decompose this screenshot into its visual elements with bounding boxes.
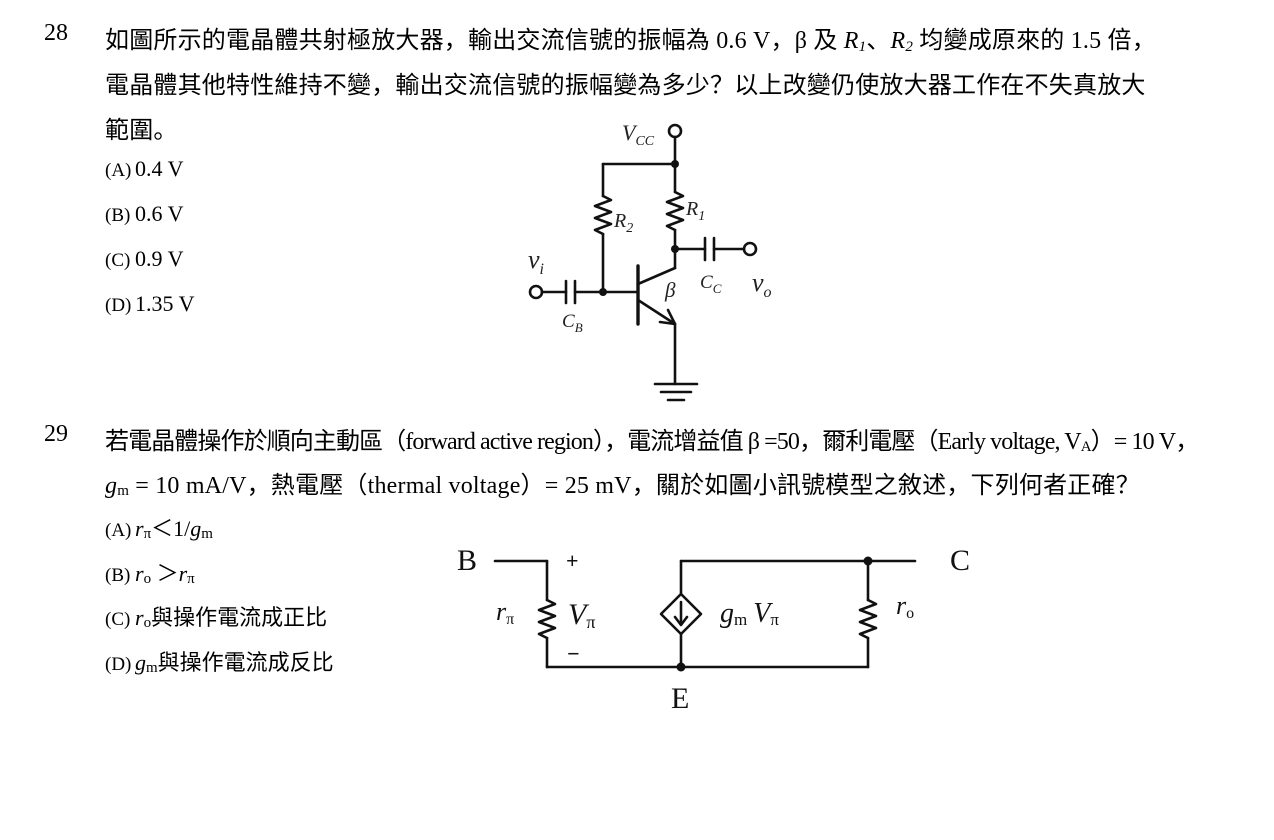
q28-stem-line3: 範圍。 — [105, 118, 178, 144]
plus-label: + — [566, 548, 579, 573]
r2-resistor — [593, 194, 613, 236]
ro-resistor — [858, 598, 878, 640]
q29-gm: g — [105, 473, 118, 499]
q29-stem-line1-a: 若電晶體操作於順向主動區（forward active region），電流增益… — [105, 429, 1082, 455]
rpi-label: rπ — [496, 597, 514, 628]
ro-label: ro — [896, 591, 914, 622]
q28-option-a-text: 0.4 V — [135, 156, 184, 181]
q28-r1: R — [843, 28, 859, 54]
q28-option-c-label: (C) — [105, 250, 131, 271]
rpi-resistor — [537, 598, 557, 640]
q28-stem-line2: 電晶體其他特性維持不變，輸出交流信號的振幅變為多少？以上改變仍使放大器工作在不失… — [105, 73, 1146, 99]
q28-option-a[interactable]: (A)0.4 V — [105, 156, 184, 182]
q28-sep: 、 — [866, 28, 891, 54]
q28-option-a-label: (A) — [105, 160, 132, 181]
vo-terminal — [742, 241, 758, 257]
node-base — [599, 288, 607, 296]
q29-stem-line2-rest: = 10 mA/V，熱電壓（thermal voltage）= 25 mV，關於… — [129, 473, 1140, 499]
node-collector — [671, 245, 679, 253]
q29-option-a-label: (A) — [105, 520, 132, 541]
c-label: C — [950, 544, 970, 577]
q28-stem-line1-a: 如圖所示的電晶體共射極放大器，輸出交流信號的振幅為 0.6 V，β 及 — [105, 28, 844, 54]
q29-stem-line2: gm = 10 mA/V，熱電壓（thermal voltage）= 25 mV… — [105, 465, 1140, 500]
q28-option-b-label: (B) — [105, 205, 131, 226]
minus-label: − — [567, 641, 580, 666]
node-c — [863, 556, 873, 566]
b-label: B — [457, 544, 477, 577]
q28-option-d-text: 1.35 V — [135, 291, 195, 316]
q28-number: 28 — [44, 20, 68, 46]
q28-option-c-text: 0.9 V — [135, 246, 184, 271]
vcc-terminal — [667, 123, 683, 139]
q29-number: 29 — [44, 421, 68, 447]
q29-option-d[interactable]: (D)gm與操作電流成反比 — [105, 650, 334, 676]
vo-label: vo — [752, 268, 772, 301]
vpi-label: Vπ — [568, 598, 595, 632]
e-label: E — [671, 682, 689, 715]
q28-stem-line1-b: 均變成原來的 1.5 倍， — [913, 28, 1156, 54]
beta-label: β — [664, 278, 676, 302]
q28-option-b[interactable]: (B)0.6 V — [105, 201, 184, 227]
vcc-label: VCC — [622, 120, 655, 149]
q29-va-sub: A — [1080, 439, 1092, 455]
vi-label: vi — [528, 245, 544, 278]
q29-option-c-label: (C) — [105, 609, 131, 630]
vi-terminal — [528, 284, 544, 300]
transistor-collector — [636, 266, 677, 286]
q28-circuit-diagram: VCC R1 R2 vi vo CC CB β — [528, 120, 772, 402]
r1-resistor — [665, 190, 685, 232]
q29-option-b-label: (B) — [105, 565, 131, 586]
node-top — [671, 160, 679, 168]
q28-r2-sub: 2 — [905, 39, 914, 55]
q29-stem-line1-b: ）= 10 V， — [1090, 429, 1200, 455]
q29-stem-line1: 若電晶體操作於順向主動區（forward active region），電流增益… — [105, 421, 1200, 456]
r2-label: R2 — [613, 210, 633, 236]
cb-label: CB — [562, 311, 583, 335]
node-e — [676, 662, 686, 672]
q29-option-a[interactable]: (A)rπ＜1/gm — [105, 516, 213, 542]
q29-option-c[interactable]: (C)ro與操作電流成正比 — [105, 605, 328, 631]
cc-label: CC — [700, 272, 722, 296]
q29-option-d-label: (D) — [105, 654, 132, 675]
q28-r1-sub: 1 — [858, 39, 867, 55]
q28-option-d-label: (D) — [105, 295, 132, 316]
q28-option-c[interactable]: (C)0.9 V — [105, 246, 184, 272]
r1-label: R1 — [685, 198, 705, 224]
q28-option-b-text: 0.6 V — [135, 201, 184, 226]
q28-option-d[interactable]: (D)1.35 V — [105, 291, 195, 317]
q28-stem-line1: 如圖所示的電晶體共射極放大器，輸出交流信號的振幅為 0.6 V，β 及 R1、R… — [105, 20, 1156, 56]
q29-gm-sub: m — [117, 483, 130, 499]
source-arrow-head — [673, 615, 689, 627]
q28-r2: R — [890, 28, 906, 54]
transistor-emitter — [636, 298, 677, 326]
q29-option-b[interactable]: (B)ro ＞rπ — [105, 561, 195, 587]
